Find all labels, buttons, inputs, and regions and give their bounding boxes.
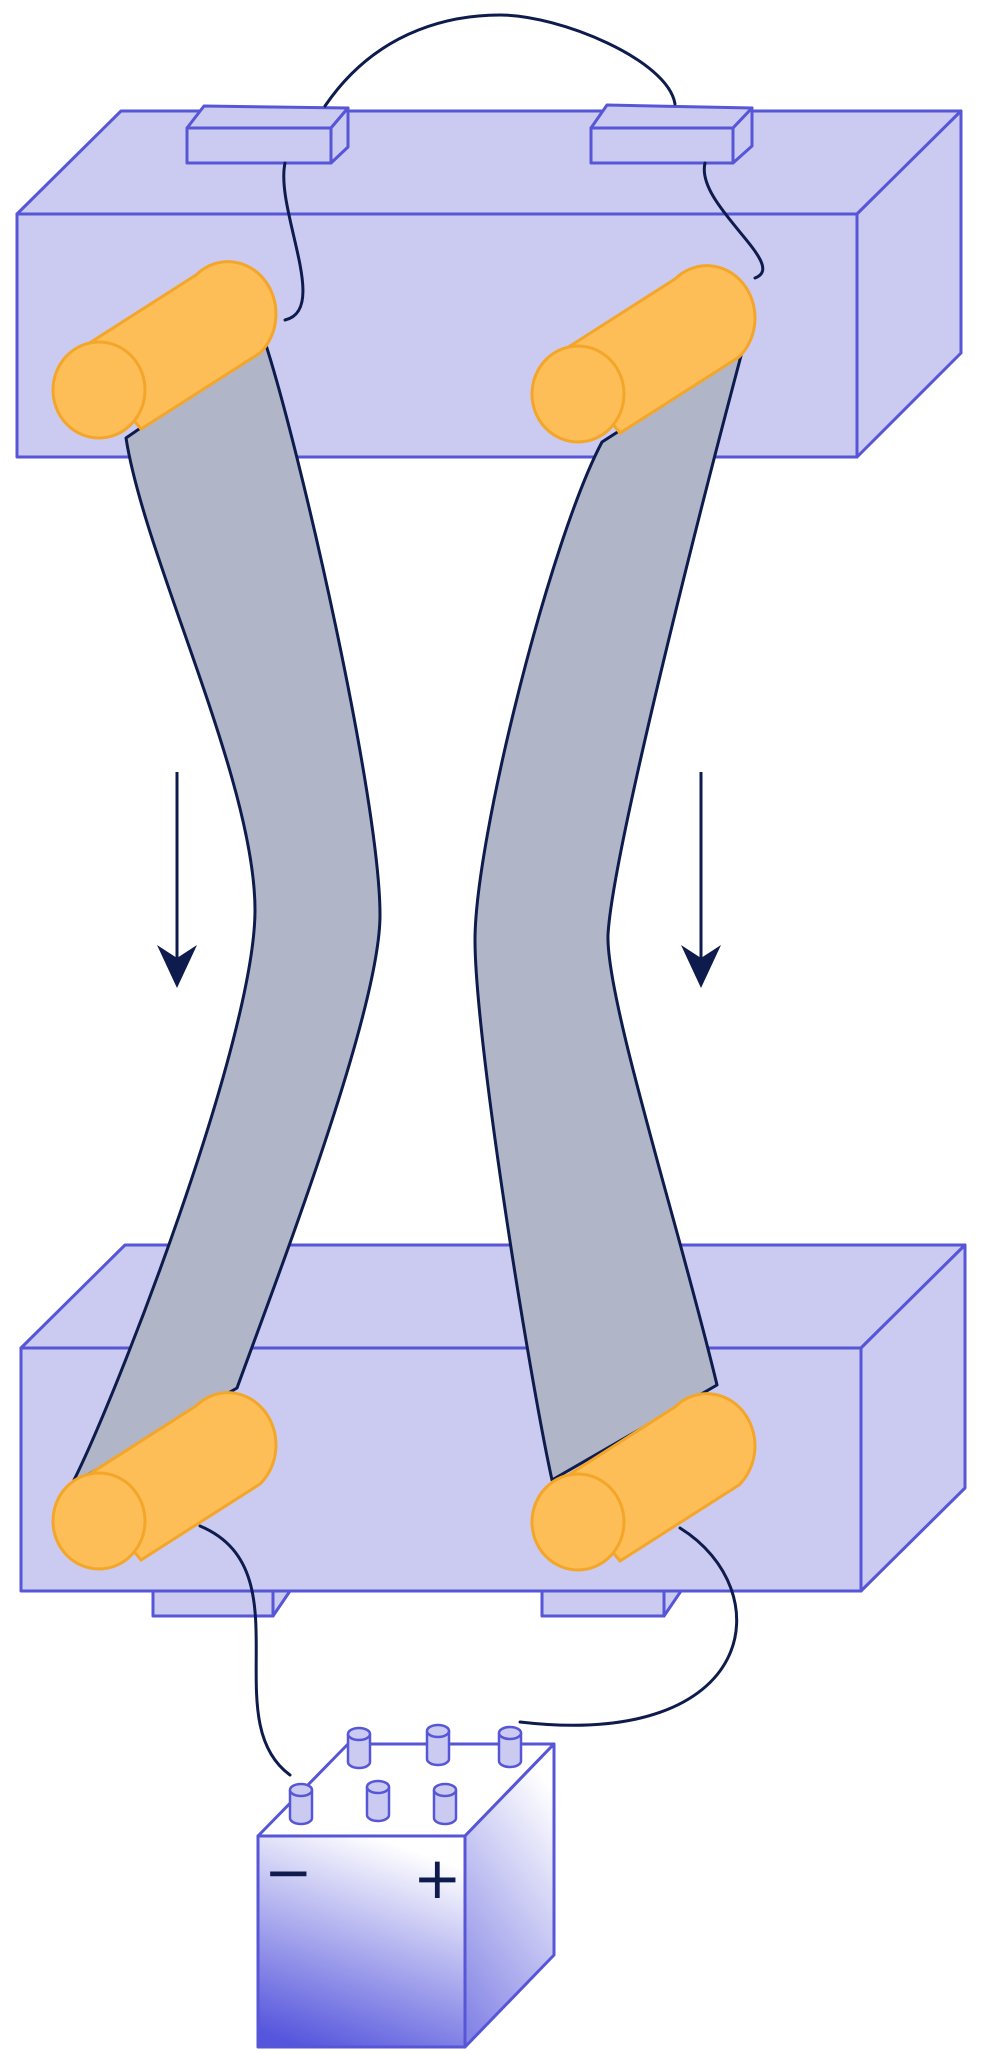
battery-terminal [346, 1726, 372, 1770]
wires [198, 13, 765, 1777]
wire-top-bridge [323, 13, 677, 108]
right-bimetal-strip [473, 350, 744, 1482]
bottom-left-roller [51, 1391, 278, 1571]
battery-terminal [425, 1723, 451, 1767]
battery-positive-label: + [413, 1844, 462, 1912]
bottom-right-roller-end [530, 1472, 626, 1572]
left-down-arrow [157, 772, 197, 988]
top-right-roller-end [530, 344, 626, 444]
battery-terminal [365, 1779, 391, 1823]
top-left-roller-end [51, 340, 147, 440]
wire-top-left-lead [282, 161, 305, 322]
top-right-clamp [589, 103, 754, 165]
battery-terminal [288, 1782, 314, 1826]
top-left-roller [51, 260, 278, 440]
wire-bottom-right-lead [518, 1526, 739, 1727]
top-block-top-face [15, 109, 963, 216]
battery-negative-label: − [264, 1838, 313, 1906]
bottom-right-roller [530, 1392, 757, 1572]
wire-bottom-left-lead [198, 1524, 292, 1777]
battery-terminal [497, 1725, 523, 1769]
top-right-roller [530, 264, 757, 444]
battery-front-face [256, 1834, 467, 2049]
right-down-arrow [681, 772, 721, 988]
top-left-clamp [185, 104, 350, 165]
battery-terminal [432, 1782, 458, 1826]
left-bimetal-strip [70, 340, 382, 1486]
bottom-left-clamp [151, 1589, 292, 1618]
wire-top-right-lead [702, 161, 765, 280]
bottom-right-clamp [540, 1589, 683, 1618]
bottom-left-roller-end [51, 1471, 147, 1571]
battery-terminals [288, 1723, 523, 1826]
battery: − + [256, 1723, 556, 2049]
